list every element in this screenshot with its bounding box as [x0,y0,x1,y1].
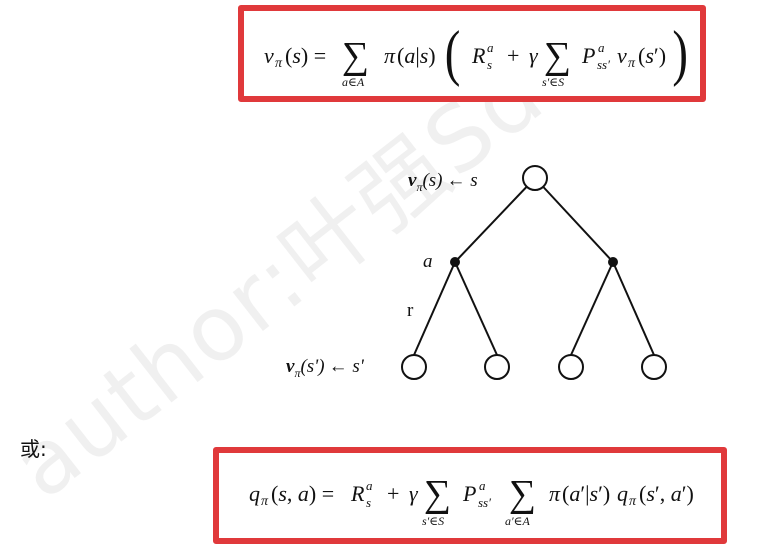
svg-text:∑: ∑ [544,35,571,77]
svg-text:+: + [507,43,519,68]
state-value-bellman-equation: v π (s) = ∑ a∈A π (a|s) ( R a s + γ ∑ s′… [264,18,688,89]
svg-text:a: a [487,40,494,55]
svg-text:π: π [275,56,283,71]
svg-text:(s′): (s′) [638,43,666,68]
svg-text:π: π [549,481,561,506]
svg-text:P: P [462,481,476,506]
svg-text:s: s [487,57,492,72]
edge-root-action-right [534,177,614,263]
svg-text:π: π [629,494,637,509]
svg-text:): ) [672,18,688,87]
root-state-label: vπ(s)← s [408,170,478,194]
state-node-root [522,165,548,191]
svg-text:γ: γ [409,481,419,506]
svg-text:(a|s): (a|s) [397,43,436,68]
action-value-bellman-equation: q π (s, a) = R a s + γ ∑ s′∈S P a ss′ ∑ … [249,473,694,528]
svg-text:ss′: ss′ [478,495,491,510]
svg-text:∑: ∑ [342,35,369,77]
svg-text:P: P [581,43,595,68]
edge-action-leaf-1 [413,261,456,356]
svg-text:q: q [249,481,260,506]
action-label: a [423,251,433,272]
svg-text:(s, a) =: (s, a) = [271,481,334,506]
svg-text:(a′|s′): (a′|s′) [562,481,610,506]
state-node-leaf-3 [558,354,584,380]
svg-text:a: a [366,478,373,493]
svg-text:a: a [598,40,605,55]
action-node-right [608,257,618,267]
svg-text:(s) =: (s) = [285,43,326,68]
edge-action-leaf-4 [612,261,655,356]
reward-label: r [407,300,414,321]
state-node-leaf-1 [401,354,427,380]
svg-text:q: q [617,481,628,506]
svg-text:∑: ∑ [509,473,536,515]
action-node-left [450,257,460,267]
state-node-leaf-4 [641,354,667,380]
svg-text:a′∈A: a′∈A [505,514,531,528]
svg-text:(s′, a′): (s′, a′) [639,481,694,506]
svg-text:v: v [264,43,274,68]
svg-text:R: R [350,481,365,506]
svg-text:a∈A: a∈A [342,75,365,89]
svg-text:v: v [617,43,627,68]
state-node-leaf-2 [484,354,510,380]
svg-text:(: ( [445,18,461,87]
edge-root-action-left [454,177,536,263]
svg-text:∑: ∑ [424,473,451,515]
svg-text:s′∈S: s′∈S [542,75,564,89]
svg-text:π: π [384,43,396,68]
svg-text:a: a [479,478,486,493]
svg-text:R: R [471,43,486,68]
svg-text:s′∈S: s′∈S [422,514,444,528]
svg-text:+: + [387,481,399,506]
formula-box-action-value: q π (s, a) = R a s + γ ∑ s′∈S P a ss′ ∑ … [213,447,727,544]
alternative-label: 或: [20,437,47,461]
svg-text:ss′: ss′ [597,57,610,72]
leaf-state-label: vπ(s')← s' [286,356,365,380]
svg-text:γ: γ [529,43,539,68]
backup-diagram: vπ(s)← s a r vπ(s')← s' [286,165,667,380]
formula-box-state-value: v π (s) = ∑ a∈A π (a|s) ( R a s + γ ∑ s′… [238,5,706,102]
svg-text:π: π [628,56,636,71]
edge-action-leaf-3 [570,261,614,356]
svg-text:s: s [366,495,371,510]
svg-text:π: π [261,494,269,509]
edge-action-leaf-2 [454,261,498,356]
